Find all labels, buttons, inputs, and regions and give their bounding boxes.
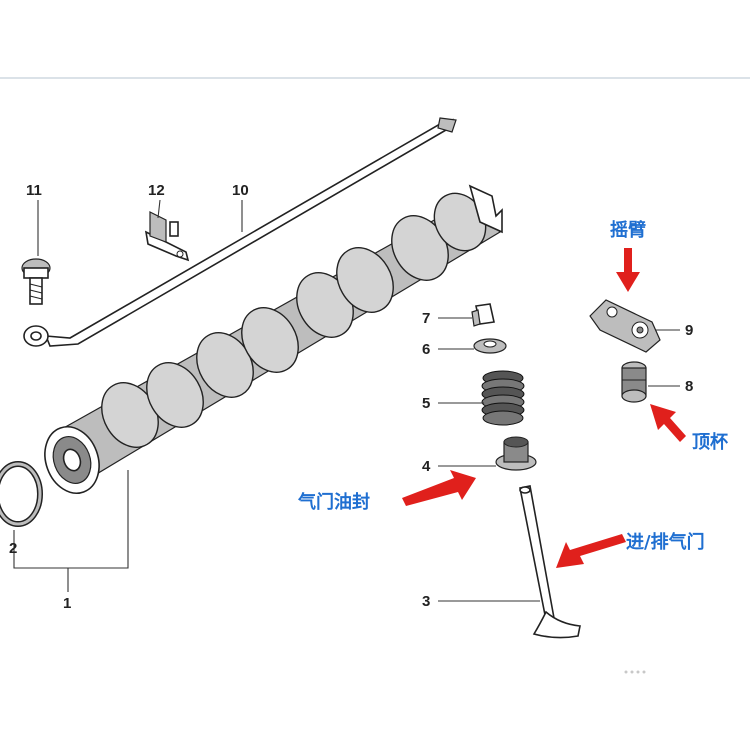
- arrow-rocker-arm: [616, 248, 640, 292]
- part-6-spring-retainer: [473, 338, 507, 354]
- faint-mark: [624, 670, 646, 674]
- callout-rocker-arm: 摇臂: [610, 219, 646, 241]
- label-7: 7: [422, 310, 430, 327]
- label-12: 12: [148, 182, 165, 199]
- label-11: 11: [26, 182, 42, 199]
- part-10-oil-pipe: [23, 117, 457, 347]
- part-1-camshaft: [44, 184, 503, 494]
- part-4-valve-stem-seal: [495, 436, 537, 471]
- label-6: 6: [422, 341, 430, 358]
- label-2: 2: [9, 540, 17, 557]
- label-1: 1: [63, 595, 71, 612]
- part-8-tappet: [621, 361, 647, 403]
- arrow-tappet: [650, 404, 686, 442]
- leader-lines: [13, 199, 680, 602]
- callout-arrows: [402, 248, 686, 568]
- label-3: 3: [422, 593, 430, 610]
- label-4: 4: [422, 458, 431, 475]
- part-9-rocker-arm: [589, 299, 661, 353]
- callout-tappet: 顶杯: [692, 431, 729, 453]
- arrow-valve-seal: [402, 470, 476, 506]
- part-2-seal-ring: [0, 461, 43, 527]
- part-5-valve-spring: [481, 370, 525, 426]
- part-3-valve: [519, 485, 581, 639]
- arrow-valve: [556, 534, 626, 568]
- label-9: 9: [685, 322, 693, 339]
- label-10: 10: [232, 182, 249, 199]
- callout-intake-exhaust-valve: 进/排气门: [626, 531, 705, 553]
- part-12-clip: [144, 211, 190, 262]
- part-11-bolt: [21, 258, 51, 305]
- part-7-valve-keepers: [471, 303, 495, 327]
- callout-valve-seal: 气门油封: [297, 491, 370, 513]
- label-5: 5: [422, 395, 430, 412]
- label-8: 8: [685, 378, 693, 395]
